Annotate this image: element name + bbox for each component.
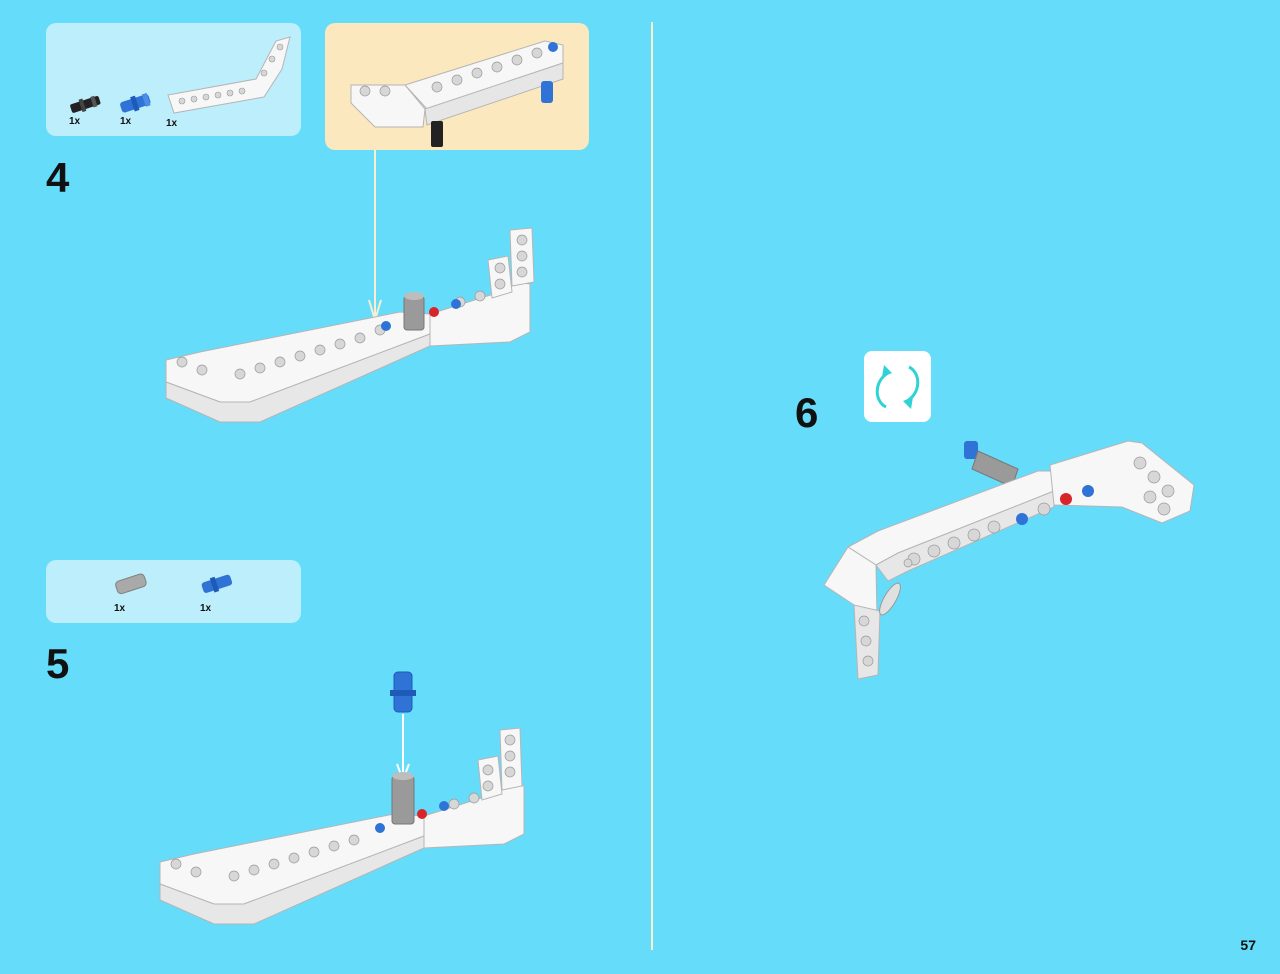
- blue-axle-pin-icon: [201, 574, 233, 593]
- rotate-model-callout: [864, 351, 931, 422]
- white-bent-beam-icon: [167, 36, 291, 114]
- step5-assembly-illustration: [159, 671, 525, 925]
- step4-part2-qty: 1x: [120, 116, 132, 127]
- step4-part1-qty: 1x: [69, 116, 81, 127]
- gray-connector-icon: [115, 573, 147, 595]
- step4-number: 4: [46, 154, 70, 201]
- step4-part3-qty: 1x: [166, 118, 178, 129]
- step5-parts-list: 1x 1x: [46, 560, 301, 623]
- blue-axle-pin-icon: [120, 92, 151, 113]
- page-divider: [651, 22, 653, 950]
- black-friction-pin-icon: [70, 95, 101, 113]
- step5-part2-qty: 1x: [200, 603, 212, 614]
- rotate-model-icon: [875, 365, 920, 409]
- step5-part1-qty: 1x: [114, 603, 126, 614]
- step6-assembly-illustration: [823, 440, 1195, 680]
- page-number: 57: [1240, 937, 1256, 953]
- subassembly-beam-icon: [350, 40, 564, 147]
- step5-number: 5: [46, 640, 70, 687]
- step4-subassembly-callout: [325, 23, 589, 150]
- step4-parts-list: 1x 1x 1x: [46, 23, 301, 136]
- step4-assembly-illustration: [165, 227, 535, 423]
- step6-number: 6: [795, 389, 819, 436]
